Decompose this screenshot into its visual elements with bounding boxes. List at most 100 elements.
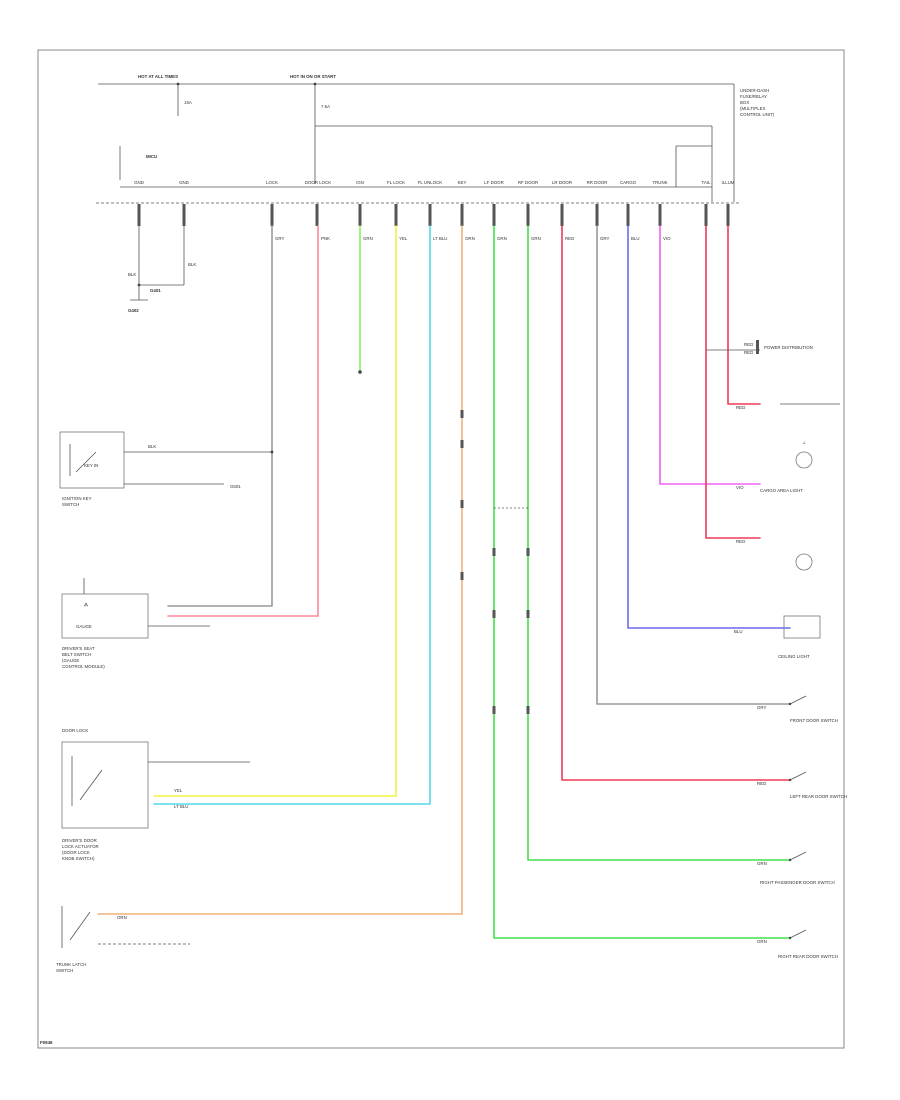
- splice-key-4: [460, 572, 464, 580]
- door-lock-actuator-name-2: (DOOR LOCK: [62, 850, 90, 855]
- code-illum: RED: [744, 350, 753, 355]
- trunk-latch-name-1: SWITCH: [56, 968, 73, 973]
- tail-wire: [705, 225, 761, 539]
- cargo-area-light-label: CARGO AREA LIGHT: [760, 488, 803, 493]
- code-tail: RED: [744, 342, 753, 347]
- code-fl-unlock: LT BLU: [433, 236, 447, 241]
- code-fl-lock: YEL: [399, 236, 408, 241]
- code-rf: GRN: [531, 236, 541, 241]
- pin-marker-14: [704, 204, 708, 226]
- door-lock-note: DOOR LOCK: [62, 728, 88, 733]
- pin-marker-1: [182, 204, 186, 226]
- code-trunk-end: VIO: [736, 485, 744, 490]
- gauge-label: GAUGE: [76, 624, 92, 629]
- fuse-box-label-4: CONTROL UNIT): [740, 112, 775, 117]
- mcu-pin-3: DOOR LOCK: [305, 180, 331, 185]
- page-code: F0946: [40, 1040, 53, 1045]
- mcu-block: MICU GND GND LOCK DOOR LOCK IGN FL LOCK …: [96, 145, 740, 226]
- rr-door-wire: [596, 225, 791, 705]
- left-rear-door-switch-pivot: [788, 778, 792, 782]
- code-ign: GRN: [363, 236, 373, 241]
- mcu-pin-1: GND: [179, 180, 189, 185]
- code-key-end: ORN: [117, 915, 127, 920]
- front-door-switch: FRONT DOOR SWITCH: [788, 695, 838, 723]
- door-lock-wire: [167, 225, 319, 617]
- door-lock-actuator-contact: [79, 769, 103, 801]
- ceiling-light-box: [783, 615, 821, 639]
- mcu-pin-12: CARGO: [620, 180, 637, 185]
- wire-code-labels: GRY PNK GRN YEL LT BLU ORN GRN GRN RED G…: [117, 236, 767, 944]
- code-cargo-end: BLU: [734, 629, 743, 634]
- key-switch-name-1: SWITCH: [62, 502, 79, 507]
- mcu-pin-14: TAIL: [702, 180, 712, 185]
- fuse-box-label-3: (MULTIPLEX: [740, 106, 766, 111]
- right-rear-door-switch-pivot: [788, 936, 792, 940]
- front-door-switch-contact: [789, 695, 807, 705]
- mcu-pin-0: GND: [134, 180, 144, 185]
- seat-belt-name-2: (GAUGE: [62, 658, 79, 663]
- fuse-a-label: 15A: [184, 100, 192, 105]
- code-lf: GRN: [497, 236, 507, 241]
- cargo-wire: [627, 225, 791, 629]
- connector-g402: G402: [128, 308, 139, 313]
- splice-rf-3: [526, 706, 530, 714]
- front-door-switch-label: FRONT DOOR SWITCH: [790, 718, 838, 723]
- trunk-latch-contact: [69, 911, 91, 941]
- mcu-pin-10: LR DOOR: [552, 180, 572, 185]
- front-door-switch-pivot: [788, 702, 792, 706]
- ign-splice: [358, 370, 362, 374]
- code-tail-end: RED: [736, 539, 745, 544]
- left-rear-door-switch-label: LEFT REAR DOOR SWITCH: [790, 794, 847, 799]
- fuse-b-junction: [313, 82, 317, 86]
- right-rear-door-switch-label: RIGHT REAR DOOR SWITCH: [778, 954, 838, 959]
- trunk-latch-unit: TRUNK LATCH SWITCH: [56, 906, 190, 973]
- right-passenger-door-switch-label: RIGHT PASSENGER DOOR SWITCH: [760, 880, 835, 885]
- splice-key-2: [460, 440, 464, 448]
- code-rr: GRY: [600, 236, 610, 241]
- signal-wires: [97, 225, 791, 939]
- pin-marker-5: [394, 204, 398, 226]
- door-lock-actuator-name-3: KNOB SWITCH): [62, 856, 95, 861]
- pin-marker-4: [358, 204, 362, 226]
- fuse-box-label-1: FUSE/RELAY: [740, 94, 767, 99]
- key-switch-name-0: IGNITION KEY: [62, 496, 92, 501]
- code-trunk: VIO: [663, 236, 671, 241]
- pin-marker-7: [460, 204, 464, 226]
- key-switch-wire-code: BLK: [148, 444, 156, 449]
- fl-lock-wire: [153, 225, 397, 797]
- door-lock-actuator-box: [61, 741, 149, 829]
- ceiling-light-label: CEILING LIGHT: [778, 654, 810, 659]
- key-switch-contact: [75, 451, 97, 473]
- key-switch-junction: [270, 450, 274, 454]
- ground-code-2: BLK: [188, 262, 196, 267]
- key-wire: [97, 225, 463, 915]
- code-illum-end: RED: [736, 405, 745, 410]
- top-power-bus: HOT AT ALL TIMES HOT IN ON OR START 15A …: [98, 74, 775, 202]
- mcu-pin-markers: [137, 204, 730, 226]
- pin-marker-10: [560, 204, 564, 226]
- right-passenger-door-switch: RIGHT PASSENGER DOOR SWITCH: [760, 851, 835, 885]
- door-lock-actuator-name-1: LOCK ACTUATOR: [62, 844, 99, 849]
- door-lock-actuator-name-0: DRIVER'S DOOR: [62, 838, 97, 843]
- fuse-box-label-0: UNDER-DASH: [740, 88, 769, 93]
- mcu-pin-13: TRUNK: [652, 180, 667, 185]
- mcu-pin-2: LOCK: [266, 180, 278, 185]
- seat-belt-box: [61, 593, 149, 639]
- right-loads: POWER DISTRIBUTION ⊥ CARGO AREA LIGHT CE…: [706, 340, 847, 959]
- left-rear-door-switch: LEFT REAR DOOR SWITCH: [788, 771, 847, 799]
- splice-rf-1: [526, 548, 530, 556]
- code-lr: RED: [565, 236, 574, 241]
- seat-belt-unit: ⚠ GAUGE DRIVER'S SEAT BELT SWITCH (GAUGE…: [61, 578, 210, 669]
- power-distribution-label: POWER DISTRIBUTION: [764, 345, 813, 350]
- pin-marker-6: [428, 204, 432, 226]
- pin-marker-13: [658, 204, 662, 226]
- splice-lf-1: [492, 548, 496, 556]
- fuse-b-label: 7.5A: [321, 104, 330, 109]
- seat-belt-name-1: BELT SWITCH: [62, 652, 91, 657]
- splice-key-3: [460, 500, 464, 508]
- mcu-pin-4: IGN: [356, 180, 364, 185]
- mcu-pin-5: FL LOCK: [387, 180, 405, 185]
- mcu-pin-8: LF DOOR: [484, 180, 504, 185]
